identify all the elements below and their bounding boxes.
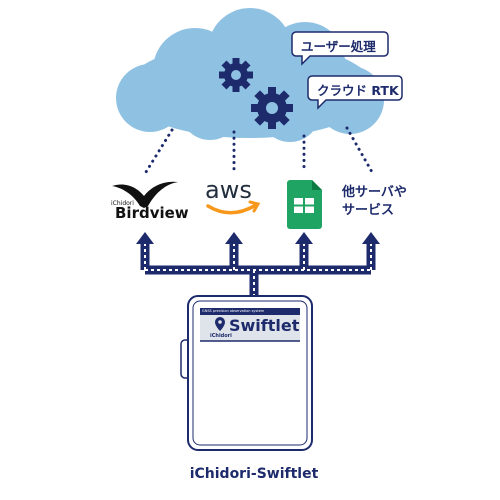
other-services-line1: 他サーバや <box>342 185 407 200</box>
device-screen-brand: iChidori <box>210 333 232 339</box>
birdview-brand-small: iChidori <box>111 200 134 207</box>
bubble-label-cloud-rtk: クラウド RTK <box>317 83 399 98</box>
arrow-head <box>136 232 154 244</box>
swiftlet-device <box>180 295 313 451</box>
speech-bubble <box>291 31 389 66</box>
arrow-head <box>225 232 243 244</box>
gear-icon <box>219 58 253 92</box>
device-caption: iChidori-Swiftlet <box>189 466 319 482</box>
birdview-brand-name: Birdview <box>115 204 189 222</box>
google-sheets-icon <box>287 180 322 229</box>
dotted-connectors <box>144 126 374 174</box>
speech-bubble <box>307 75 403 110</box>
device-screen-title: Swiftlet <box>229 316 300 335</box>
other-services-label: 他サーバや サービス <box>342 184 407 220</box>
birdview-logo-icon <box>112 181 178 208</box>
location-pin-icon <box>215 317 225 331</box>
other-services-line2: サービス <box>342 203 395 218</box>
arrow-head <box>362 232 380 244</box>
aws-smile-icon <box>206 200 261 215</box>
arrow-network <box>136 232 380 296</box>
aws-brand-name: aws <box>205 176 252 204</box>
arrow-head <box>295 232 313 244</box>
device-header-text: GNSS precision observation system <box>202 309 265 313</box>
bubble-label-user-processing: ユーザー処理 <box>301 39 376 54</box>
